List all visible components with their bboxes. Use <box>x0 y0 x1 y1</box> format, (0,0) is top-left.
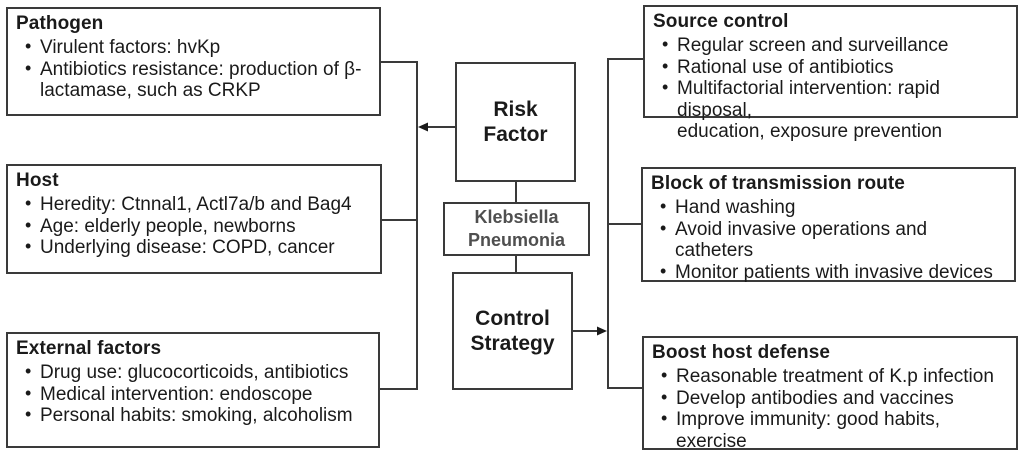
bullet-item: Heredity: Ctnnal1, Actl7a/b and Bag4 <box>25 193 376 216</box>
block-transmission-title: Block of transmission route <box>651 173 905 194</box>
external-factors-bullet-list: Drug use: glucocorticoids, antibioticsMe… <box>16 361 374 427</box>
bullet-item: Antibiotics resistance: production of β-… <box>25 58 375 102</box>
host-title: Host <box>16 170 59 191</box>
bullet-item: Underlying disease: COPD, cancer <box>25 236 376 259</box>
external-factors-box: External factors Drug use: glucocorticoi… <box>6 332 380 448</box>
bullet-item: Multifactorial intervention: rapid dispo… <box>662 77 1012 143</box>
risk-factor-arrowhead <box>418 122 428 132</box>
source-control-title: Source control <box>653 11 789 32</box>
control-strategy-arrowhead <box>597 326 607 336</box>
bullet-item: Improve immunity: good habits, exercise <box>661 408 1012 452</box>
block-transmission-box: Block of transmission route Hand washing… <box>641 167 1016 284</box>
bullet-item: Virulent factors: hvKp <box>25 36 375 59</box>
bullet-item: Reasonable treatment of K.p infection <box>661 365 1012 388</box>
bullet-item: Rational use of antibiotics <box>662 56 1012 79</box>
bullet-item: Regular screen and surveillance <box>662 34 1012 57</box>
boost-host-defense-box: Boost host defense Reasonable treatment … <box>642 336 1018 452</box>
boost-host-defense-title: Boost host defense <box>652 342 831 363</box>
pathogen-title: Pathogen <box>16 13 104 34</box>
control-strategy-label: Control Strategy <box>470 307 555 355</box>
pathogen-box: Pathogen Virulent factors: hvKpAntibioti… <box>6 7 381 116</box>
bullet-item: Personal habits: smoking, alcoholism <box>25 404 374 427</box>
risk-factor-label: Risk Factor <box>483 98 548 146</box>
bullet-item: Monitor patients with invasive devices <box>660 261 1010 284</box>
host-bullet-list: Heredity: Ctnnal1, Actl7a/b and Bag4Age:… <box>16 193 376 259</box>
bullet-item: Avoid invasive operations and catheters <box>660 218 1010 262</box>
control-strategy-box: Control Strategy <box>452 272 573 390</box>
klebsiella-pneumonia-label: Klebsiella Pneumonia <box>467 207 565 250</box>
boost-host-defense-bullet-list: Reasonable treatment of K.p infectionDev… <box>652 365 1012 452</box>
pathogen-bullet-list: Virulent factors: hvKpAntibiotics resist… <box>16 36 375 102</box>
source-control-bullet-list: Regular screen and surveillanceRational … <box>653 34 1012 143</box>
bullet-item: Medical intervention: endoscope <box>25 383 374 406</box>
risk-factor-box: Risk Factor <box>455 62 576 182</box>
bullet-item: Drug use: glucocorticoids, antibiotics <box>25 361 374 384</box>
block-transmission-bullet-list: Hand washingAvoid invasive operations an… <box>651 196 1010 284</box>
bullet-item: Develop antibodies and vaccines <box>661 387 1012 410</box>
host-box: Host Heredity: Ctnnal1, Actl7a/b and Bag… <box>6 164 382 274</box>
bullet-item: Age: elderly people, newborns <box>25 215 376 238</box>
source-control-box: Source control Regular screen and survei… <box>643 5 1018 142</box>
klebsiella-pneumonia-box: Klebsiella Pneumonia <box>443 202 590 256</box>
external-factors-title: External factors <box>16 338 162 359</box>
bullet-item: Hand washing <box>660 196 1010 219</box>
